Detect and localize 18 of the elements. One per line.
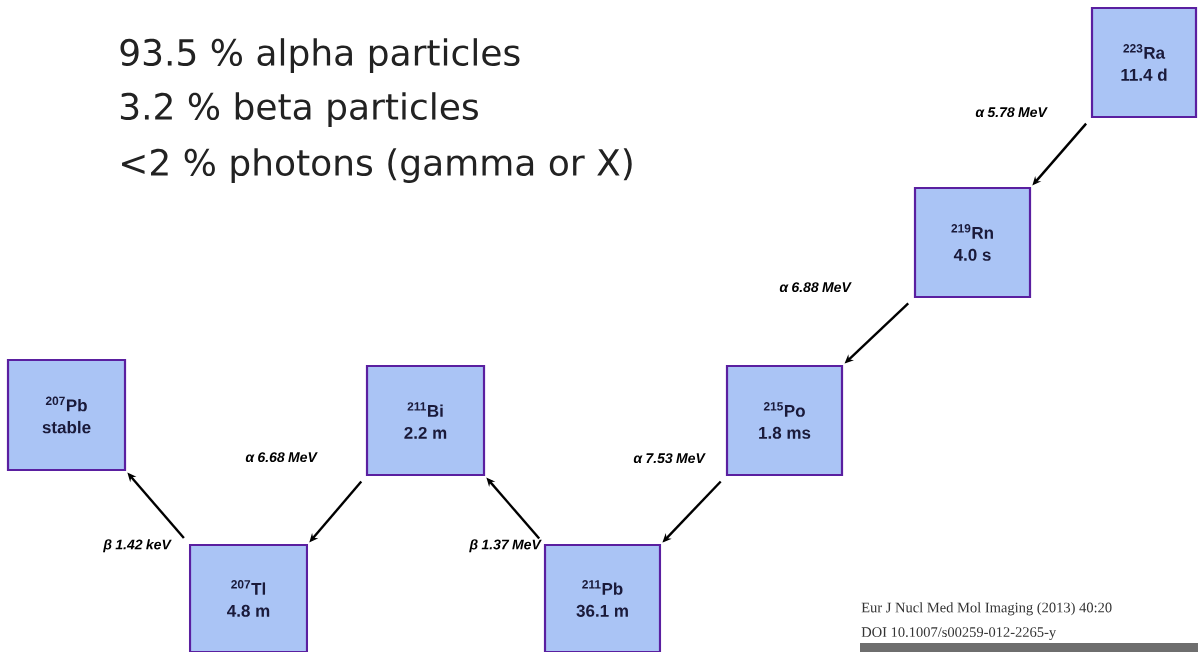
decay-label: α 6.68 MeV [245, 452, 318, 463]
nuclide-box: $^{207}$Tl 4.8 m [188, 543, 309, 652]
nuclide-box: $^{211}$Bi 2.2 m [365, 364, 486, 477]
note-text: 3.2 % beta particles [120, 92, 478, 128]
decay-label: α 6.88 MeV [779, 282, 852, 293]
nuclide-box: $^{211}$Pb 36.1 m [543, 543, 662, 652]
nuclide-box: $^{219}$Rn 4.0 s [913, 186, 1032, 299]
citation-text: DOI 10.1007/s00259-012-2265-y [861, 627, 1057, 640]
nuclide-box: $^{223}$Ra 11.4 d [1090, 6, 1198, 119]
decay-label: β 1.37 MeV [469, 539, 542, 553]
note-text: <2 % photons (gamma or X) [122, 148, 632, 184]
nuclide-box: $^{215}$Po 1.8 ms [725, 364, 844, 477]
decay-label: β 1.42 keV [103, 539, 172, 553]
decay-label: α 7.53 MeV [633, 453, 706, 464]
note-text: 93.5 % alpha particles [120, 38, 520, 74]
decay-label: α 5.78 MeV [975, 107, 1048, 118]
citation-text: Eur J Nucl Med Mol Imaging (2013) 40:20 [861, 602, 1112, 616]
nuclide-box: $^{207}$Pb stable [6, 358, 127, 472]
